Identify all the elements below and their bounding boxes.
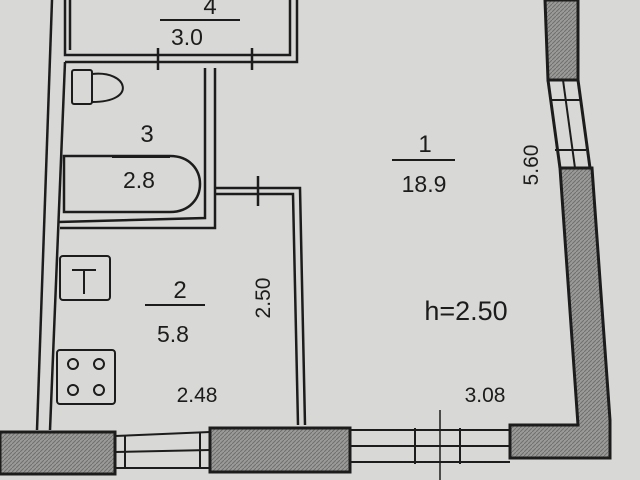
ceiling-height: h=2.50 [424,296,507,326]
interior-walls [35,0,307,431]
sink-icon [59,255,111,301]
exterior-wall-right [508,0,612,460]
window-bottom-right [350,410,510,480]
window-right [546,79,592,169]
exterior-wall-bottom [0,426,352,476]
room-1-number: 1 [418,131,431,158]
window-bottom-left [114,431,211,469]
room-4-number: 4 [203,0,216,20]
room-3-area: 2.8 [123,167,155,193]
room-2-area: 5.8 [157,321,189,347]
label-lines [112,19,455,306]
bathtub-icon [62,154,202,214]
dim-room2-width: 2.48 [177,384,218,407]
room-2-number: 2 [173,277,186,304]
dim-room1-width: 3.08 [465,384,506,407]
stove-icon [56,349,116,405]
dim-room1-length: 5.60 [520,145,543,186]
room-1-area: 18.9 [402,171,447,197]
room-3-number: 3 [140,121,153,148]
room-4-area: 3.0 [171,24,203,50]
toilet-icon [71,69,124,105]
dim-room2-length: 2.50 [252,278,275,319]
